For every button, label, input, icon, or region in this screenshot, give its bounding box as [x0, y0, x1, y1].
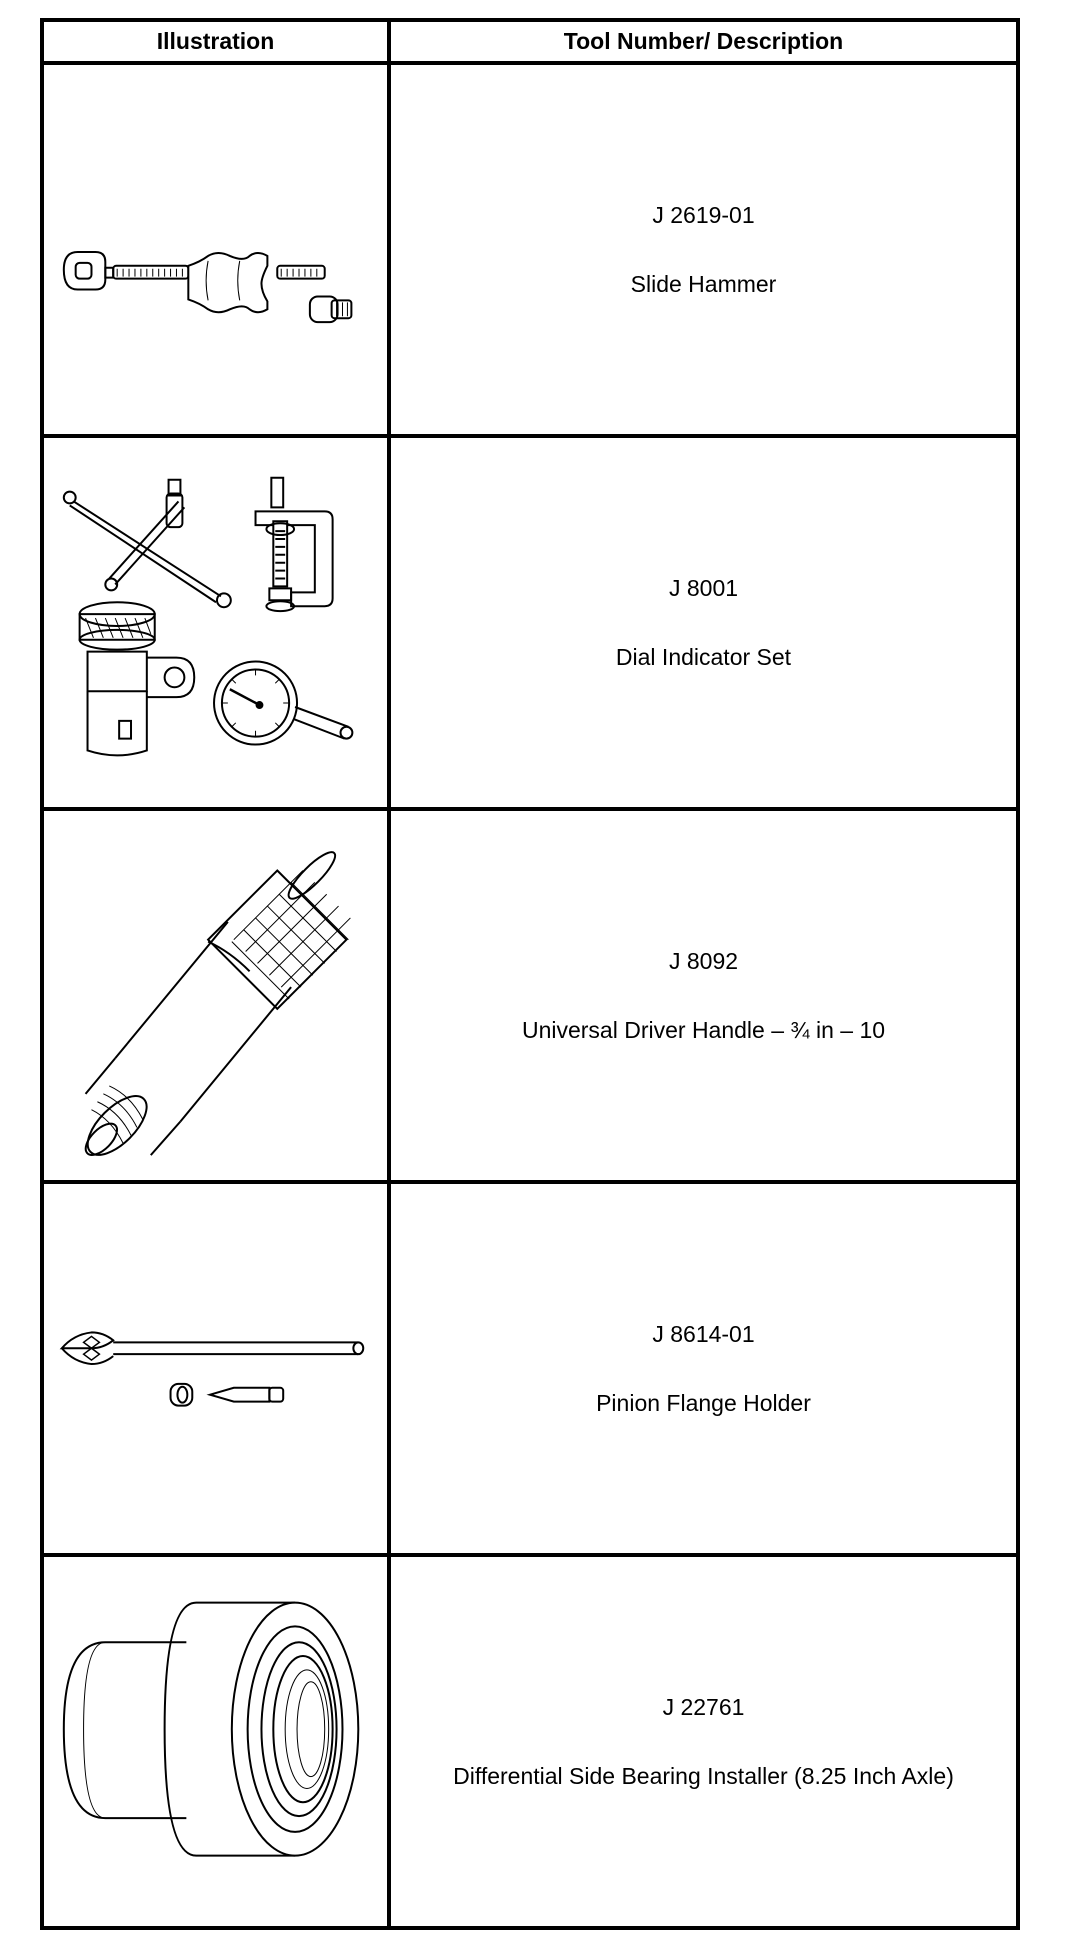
- tool-number: J 22761: [662, 1693, 745, 1720]
- dial-indicator-set-icon: [48, 440, 384, 806]
- table-row: J 8001 Dial Indicator Set: [40, 434, 1020, 811]
- slide-hammer-icon: [48, 67, 384, 433]
- description-cell: J 8001 Dial Indicator Set: [387, 434, 1020, 811]
- illustration-cell: [40, 807, 391, 1184]
- tool-description: Differential Side Bearing Installer (8.2…: [453, 1762, 954, 1789]
- table-row: J 8614-01 Pinion Flange Holder: [40, 1180, 1020, 1557]
- tool-number-description-header: Tool Number/ Description: [387, 18, 1020, 65]
- special-tools-table: Illustration Tool Number/ Description: [40, 18, 1020, 1930]
- description-cell: J 8092 Universal Driver Handle – ¾ in – …: [387, 807, 1020, 1184]
- tool-number: J 8092: [668, 947, 739, 974]
- tool-description: Slide Hammer: [630, 270, 777, 297]
- table-row: J 22761 Differential Side Bearing Instal…: [40, 1553, 1020, 1930]
- table-row: J 2619-01 Slide Hammer: [40, 61, 1020, 438]
- bearing-installer-icon: [48, 1559, 384, 1925]
- description-cell: J 22761 Differential Side Bearing Instal…: [387, 1553, 1020, 1930]
- driver-handle-icon: [48, 813, 384, 1179]
- tool-description: Dial Indicator Set: [615, 643, 792, 670]
- tool-number: J 8614-01: [652, 1320, 755, 1347]
- description-cell: J 2619-01 Slide Hammer: [387, 61, 1020, 438]
- illustration-cell: [40, 61, 391, 438]
- illustration-cell: [40, 434, 391, 811]
- table-row: J 8092 Universal Driver Handle – ¾ in – …: [40, 807, 1020, 1184]
- illustration-cell: [40, 1553, 391, 1930]
- tool-description: Universal Driver Handle – ¾ in – 10: [521, 1016, 886, 1043]
- description-cell: J 8614-01 Pinion Flange Holder: [387, 1180, 1020, 1557]
- illustration-cell: [40, 1180, 391, 1557]
- illustration-header: Illustration: [40, 18, 391, 65]
- tool-number: J 8001: [668, 574, 739, 601]
- tool-number: J 2619-01: [652, 201, 755, 228]
- tool-description: Pinion Flange Holder: [596, 1389, 811, 1416]
- table-header-row: Illustration Tool Number/ Description: [40, 18, 1020, 65]
- pinion-flange-holder-icon: [48, 1186, 384, 1552]
